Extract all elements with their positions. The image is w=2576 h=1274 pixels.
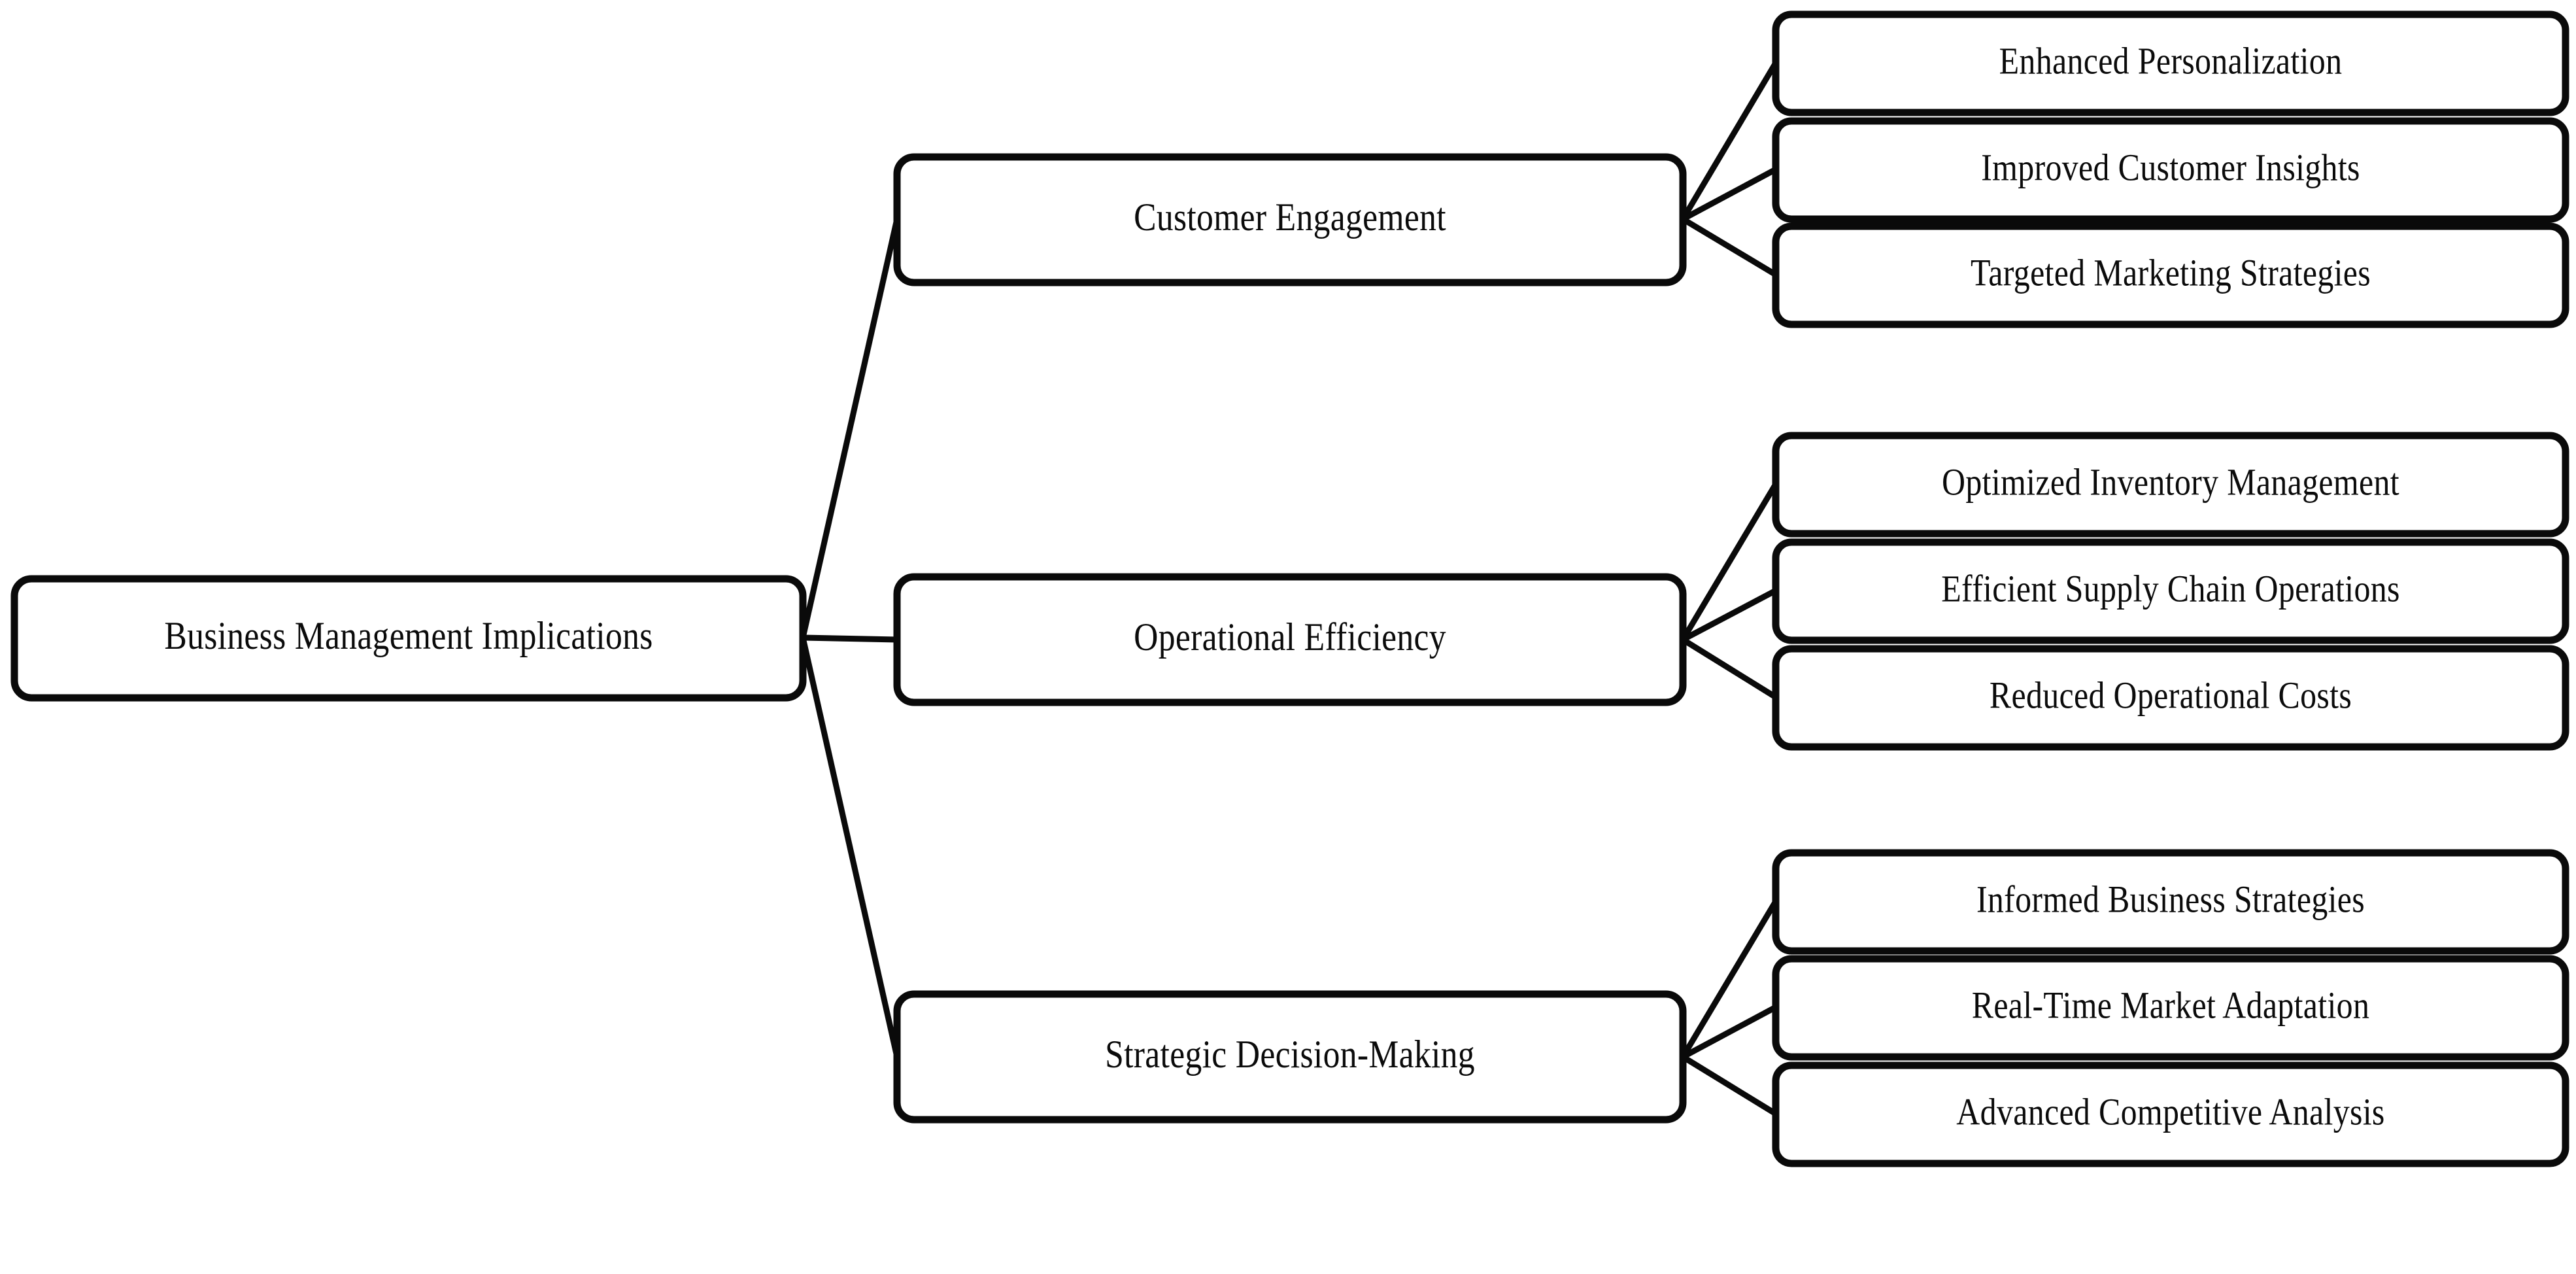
edge-group-branch-2-to-leaves <box>1680 482 1778 700</box>
node-leaf-3-3-label: Advanced Competitive Analysis <box>1956 1091 2384 1133</box>
node-leaf-1-1-label: Enhanced Personalization <box>1999 40 2343 82</box>
node-leaf-2-1-label: Optimized Inventory Management <box>1942 461 2399 503</box>
node-branch-2[interactable]: Operational Efficiency <box>893 573 1687 706</box>
node-leaf-2-2-box[interactable] <box>1772 538 2569 644</box>
node-branch-2-box[interactable] <box>893 573 1687 706</box>
node-leaf-3-2-label: Real-Time Market Adaptation <box>1972 984 2370 1026</box>
node-leaf-3-1-label: Informed Business Strategies <box>1976 878 2365 920</box>
node-root-label: Business Management Implications <box>164 614 652 657</box>
node-leaf-1-2-label: Improved Customer Insights <box>1981 146 2360 188</box>
node-leaf-3-3-box[interactable] <box>1772 1061 2569 1167</box>
node-branch-1-box[interactable] <box>893 153 1687 286</box>
edge-branch-1-to-leaf-3 <box>1681 216 1778 277</box>
node-leaf-1-3-label: Targeted Marketing Strategies <box>1971 252 2371 294</box>
edge-branch-1-to-leaf-1 <box>1680 61 1778 221</box>
node-leaf-2-3-box[interactable] <box>1772 645 2569 751</box>
edge-branch-2-to-leaf-2 <box>1681 588 1778 642</box>
edge-root-to-branch-1 <box>800 218 900 638</box>
edge-group-branch-3-to-leaves <box>1680 899 1778 1116</box>
node-root[interactable]: Business Management Implications <box>10 575 807 702</box>
node-branch-2-label: Operational Efficiency <box>1134 615 1446 659</box>
edge-group-branch-1-to-leaves <box>1680 61 1778 277</box>
node-leaf-3-1-box[interactable] <box>1772 849 2569 955</box>
node-branch-1-label: Customer Engagement <box>1134 196 1446 239</box>
node-leaf-1-3-box[interactable] <box>1772 222 2569 328</box>
node-leaf-2-1-box[interactable] <box>1772 432 2569 538</box>
node-leaf-2-2-label: Efficient Supply Chain Operations <box>1941 568 2400 610</box>
node-leaf-3-2[interactable]: Real-Time Market Adaptation <box>1772 955 2569 1061</box>
node-branch-3-box[interactable] <box>893 990 1687 1124</box>
node-leaf-3-1[interactable]: Informed Business Strategies <box>1772 849 2569 955</box>
node-branch-3[interactable]: Strategic Decision-Making <box>893 990 1687 1124</box>
node-leaf-2-2[interactable]: Efficient Supply Chain Operations <box>1772 538 2569 644</box>
node-root-box[interactable] <box>10 575 807 702</box>
edge-branch-1-to-leaf-2 <box>1681 167 1778 222</box>
node-branch-1[interactable]: Customer Engagement <box>893 153 1687 286</box>
edge-group-root-to-branches <box>800 218 900 1058</box>
node-leaf-3-3[interactable]: Advanced Competitive Analysis <box>1772 1061 2569 1167</box>
edge-root-to-branch-3 <box>800 637 900 1058</box>
edge-branch-3-to-leaf-1 <box>1680 899 1778 1059</box>
node-branch-3-label: Strategic Decision-Making <box>1105 1033 1475 1076</box>
node-leaf-2-1[interactable]: Optimized Inventory Management <box>1772 432 2569 538</box>
node-leaf-1-3[interactable]: Targeted Marketing Strategies <box>1772 222 2569 328</box>
edge-branch-3-to-leaf-3 <box>1681 1054 1778 1116</box>
node-leaf-1-1-box[interactable] <box>1772 10 2569 116</box>
node-leaf-1-2[interactable]: Improved Customer Insights <box>1772 117 2569 223</box>
node-leaf-1-2-box[interactable] <box>1772 117 2569 223</box>
node-leaf-2-3[interactable]: Reduced Operational Costs <box>1772 645 2569 751</box>
edge-branch-2-to-leaf-1 <box>1680 482 1778 642</box>
edge-branch-2-to-leaf-3 <box>1681 637 1778 700</box>
edge-branch-3-to-leaf-2 <box>1681 1005 1778 1059</box>
node-leaf-1-1[interactable]: Enhanced Personalization <box>1772 10 2569 116</box>
node-leaf-2-3-label: Reduced Operational Costs <box>1990 674 2352 716</box>
edge-root-to-branch-2 <box>802 634 898 643</box>
node-leaf-3-2-box[interactable] <box>1772 955 2569 1061</box>
